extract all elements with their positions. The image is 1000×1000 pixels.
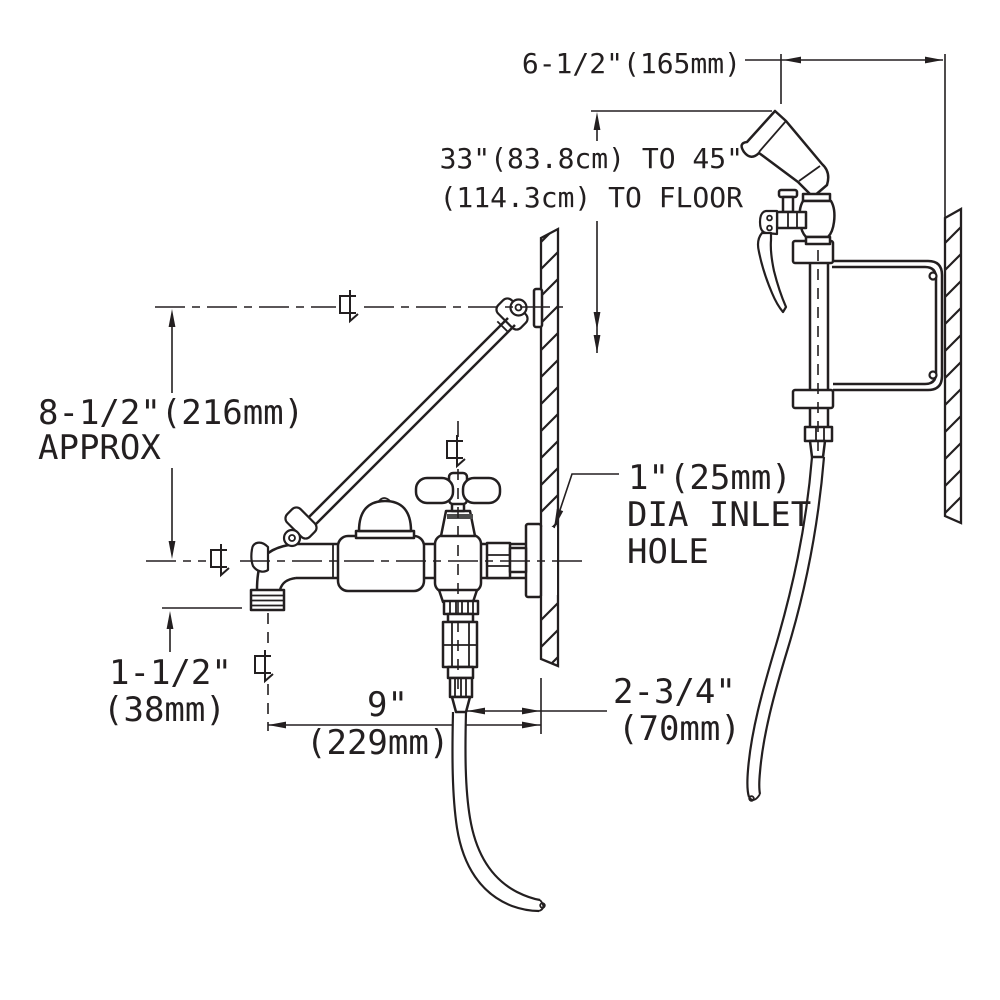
label-brace-height-2: APPROX — [38, 428, 161, 468]
label-floor-height-2: (114.3cm) TO FLOOR — [440, 181, 744, 214]
faucet-body — [296, 471, 528, 604]
spray-head — [740, 109, 830, 199]
side-view-spray — [740, 109, 963, 802]
label-bracket-offset: 6-1/2"(165mm) — [522, 47, 741, 80]
labels: 6-1/2"(165mm) 33"(83.8cm) TO 45" (114.3c… — [38, 47, 811, 763]
label-floor-height-1: 33"(83.8cm) TO 45" — [440, 142, 743, 175]
squeeze-lever — [756, 231, 788, 314]
brace-wall-plate — [532, 287, 544, 329]
support-brace — [282, 287, 544, 548]
label-inlet-hole-1: 1"(25mm) — [628, 458, 792, 498]
label-outlet-offset-2: (70mm) — [618, 709, 741, 749]
label-spout-reach-2: (229mm) — [306, 723, 449, 763]
cross-handle-left — [414, 476, 455, 505]
label-outlet-offset-1: 2-3/4" — [613, 672, 736, 712]
riser-pipe — [746, 239, 835, 802]
dim-bracket-offset — [745, 54, 946, 218]
brace-pivot-bottom — [282, 528, 302, 548]
hose-front — [451, 711, 540, 913]
dim-spout-reach — [268, 678, 542, 734]
spray-valve — [740, 109, 836, 314]
leader-inlet-hole — [553, 473, 619, 529]
label-spout-drop-2: (38mm) — [103, 690, 226, 730]
wall-section-side — [943, 207, 963, 525]
label-spout-reach-1: 9" — [367, 685, 408, 725]
label-inlet-hole-3: HOLE — [627, 532, 709, 572]
bell-dome — [357, 499, 413, 533]
dim-outlet-offset — [467, 707, 607, 715]
cross-handle-right — [461, 476, 502, 505]
dim-floor-height — [591, 110, 772, 353]
dimension-annotations — [162, 54, 946, 734]
inlet-hole-opening — [542, 527, 557, 595]
dim-spout-drop — [162, 607, 242, 652]
wall-section-front — [539, 227, 560, 668]
bottom-outlet — [441, 599, 546, 913]
centerlines — [146, 250, 819, 731]
bracket-clamp-bottom — [791, 388, 835, 410]
label-brace-height-1: 8-1/2"(216mm) — [38, 393, 304, 433]
label-spout-drop-1: 1-1/2" — [109, 653, 232, 693]
label-inlet-hole-2: DIA INLET — [627, 495, 811, 535]
dim-brace-height — [168, 309, 176, 559]
spout-fin — [250, 541, 270, 573]
hose-side — [746, 456, 814, 798]
front-view-faucet — [249, 227, 560, 913]
spout — [249, 541, 297, 612]
wall-bracket — [832, 259, 944, 392]
